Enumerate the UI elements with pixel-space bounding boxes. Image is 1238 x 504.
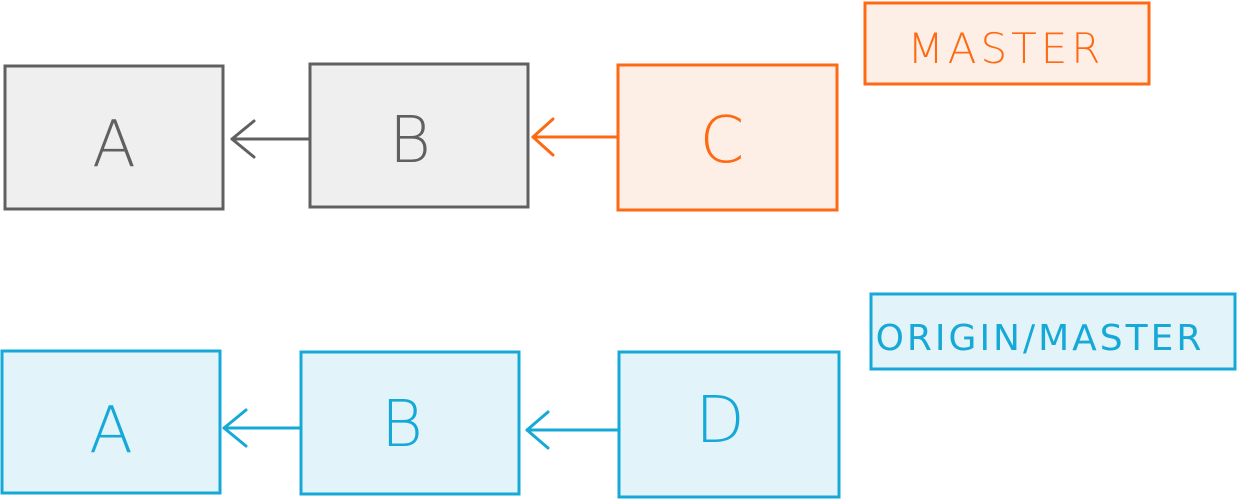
- local-commit-a: A: [3, 64, 225, 211]
- remote-commit-b-label: B: [381, 388, 423, 462]
- master-ref-box: [863, 1, 1151, 86]
- origin-master-ref-label: ORIGIN/MASTER: [876, 318, 1205, 359]
- remote-arrow-b-to-a: [222, 408, 303, 448]
- origin-master-ref: ORIGIN/MASTER: [869, 292, 1237, 371]
- remote-commit-b: B: [299, 350, 521, 496]
- local-commit-b: B: [308, 62, 530, 209]
- local-commit-c: C: [616, 63, 839, 212]
- local-commit-c-label: C: [700, 104, 745, 178]
- local-commit-b-label: B: [389, 104, 431, 178]
- local-arrow-b-to-a: [230, 119, 312, 159]
- local-commit-c-box: [616, 63, 839, 212]
- local-commit-b-box: [308, 62, 530, 209]
- local-commit-a-label: A: [92, 108, 136, 182]
- remote-commit-b-box: [299, 350, 521, 496]
- master-ref-label: MASTER: [907, 24, 1104, 73]
- remote-arrow-d-to-b: [525, 410, 621, 450]
- remote-row: A B D ORIGIN/MASTER: [0, 292, 1237, 499]
- remote-commit-a: A: [0, 349, 222, 495]
- remote-commit-d-box: [617, 350, 841, 499]
- origin-master-ref-box: [869, 292, 1237, 371]
- master-ref: MASTER: [863, 1, 1151, 86]
- local-arrow-c-to-b: [531, 117, 620, 157]
- remote-commit-a-label: A: [89, 394, 133, 468]
- local-commit-a-box: [3, 64, 225, 211]
- local-row: A B C MASTER: [3, 1, 1151, 212]
- remote-commit-d-label: D: [695, 384, 744, 458]
- remote-commit-d: D: [617, 350, 841, 499]
- remote-commit-a-box: [0, 349, 222, 495]
